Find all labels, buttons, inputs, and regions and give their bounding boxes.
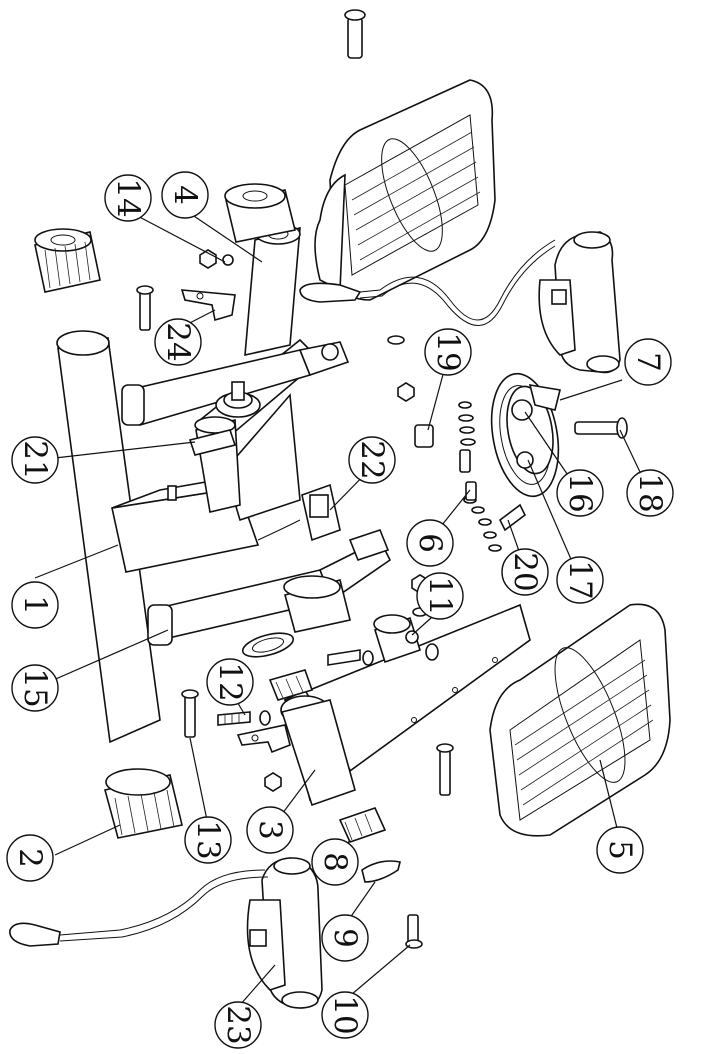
bolt-18	[574, 417, 628, 439]
callout-7: 7	[624, 338, 672, 386]
callout-2-label: 2	[12, 848, 48, 868]
callout-4-label: 4	[167, 185, 203, 205]
callout-11: 11	[416, 572, 464, 620]
bolt-top	[344, 9, 366, 59]
handle-grip-lower	[246, 857, 323, 1009]
hinge-bracket-lower	[236, 724, 291, 754]
handle-grip-upper	[538, 231, 621, 374]
end-cap-center	[268, 669, 314, 701]
upper-pedal-arm	[244, 223, 301, 357]
callout-20: 20	[501, 548, 549, 596]
callout-6: 6	[406, 519, 454, 567]
cord-upper	[299, 239, 556, 326]
callout-3-label: 3	[252, 820, 288, 840]
callout-10-label: 10	[327, 995, 363, 1034]
callout-14: 14	[104, 174, 152, 222]
resistance-wheel	[490, 372, 561, 498]
foot-cap-upper-left	[34, 228, 101, 293]
callout-18-label: 18	[632, 473, 668, 512]
callout-17: 17	[556, 556, 604, 604]
bolt-13	[181, 689, 199, 738]
callout-13: 13	[184, 816, 232, 864]
foot-cap-lower-right	[283, 575, 351, 633]
callout-8: 8	[311, 838, 359, 886]
callout-19: 19	[424, 328, 472, 376]
pivot-assembly	[188, 381, 261, 456]
screw-12	[217, 711, 251, 726]
callout-24: 24	[154, 318, 202, 366]
callout-23: 23	[214, 1001, 262, 1049]
callout-1-label: 1	[17, 595, 53, 615]
hinge-bracket-upper	[180, 289, 236, 322]
hydraulic-cylinder-upper	[121, 341, 350, 426]
callout-5-label: 5	[602, 840, 638, 860]
callout-12-label: 12	[212, 662, 248, 701]
callout-1: 1	[11, 581, 59, 629]
pedal-upper	[314, 79, 496, 301]
end-cap-8	[338, 807, 387, 843]
callout-2: 2	[6, 834, 54, 882]
callout-11-label: 11	[422, 576, 458, 615]
callout-10: 10	[321, 991, 369, 1039]
bolt-left	[136, 285, 154, 331]
bolt-10	[405, 914, 423, 949]
callout-18: 18	[626, 469, 674, 517]
callout-8-label: 8	[317, 852, 353, 872]
bolt-lower-right	[436, 743, 454, 796]
callout-5: 5	[596, 826, 644, 874]
rubber-ring	[241, 632, 295, 658]
callout-13-label: 13	[190, 820, 226, 859]
callout-9-label: 9	[327, 928, 363, 948]
pedal-lower	[489, 603, 671, 837]
end-cap-9	[361, 860, 401, 883]
callout-3: 3	[246, 806, 294, 854]
foot-cap-upper-right	[224, 183, 296, 243]
callout-7-label: 7	[630, 352, 666, 372]
callout-9: 9	[321, 914, 369, 962]
callout-markers: 1 2 3 4 5 6 7 8 9 10 11 12 13 14 15 16 1…	[6, 171, 674, 1049]
foot-cap-lower-left	[104, 768, 183, 839]
cord-lower	[9, 869, 269, 947]
callout-19-label: 19	[430, 332, 466, 371]
callout-22: 22	[348, 436, 396, 484]
callout-16: 16	[556, 469, 604, 517]
counter-display	[257, 483, 390, 561]
callout-24-label: 24	[160, 322, 196, 361]
screw-center	[327, 649, 361, 666]
callout-15: 15	[11, 664, 59, 712]
callout-4: 4	[161, 171, 209, 219]
callout-21-label: 21	[17, 440, 53, 479]
washer-stack	[414, 401, 527, 552]
callout-20-label: 20	[507, 552, 543, 591]
callout-15-label: 15	[17, 668, 53, 707]
callout-14-label: 14	[110, 178, 146, 217]
lower-pedal-arm	[280, 603, 531, 807]
bushing-block	[373, 614, 421, 664]
callout-21: 21	[11, 436, 59, 484]
callout-6-label: 6	[412, 533, 448, 553]
callout-22-label: 22	[354, 440, 390, 479]
callout-17-label: 17	[562, 560, 598, 599]
callout-23-label: 23	[220, 1005, 256, 1044]
callout-16-label: 16	[562, 473, 598, 512]
callout-12: 12	[206, 658, 254, 706]
